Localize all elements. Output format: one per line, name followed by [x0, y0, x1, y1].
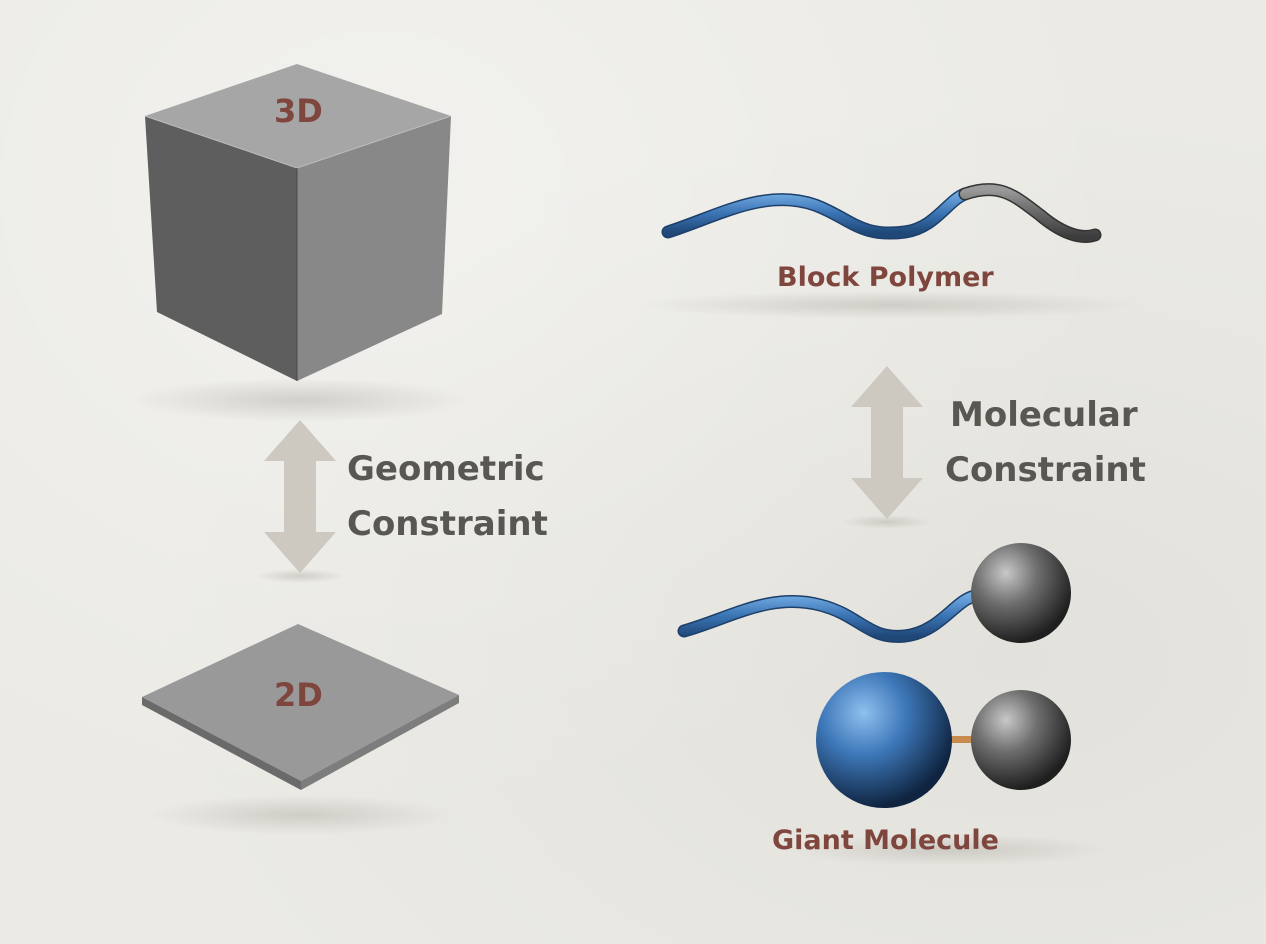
- gray-sphere-top: [971, 543, 1071, 643]
- right-arrow-shadow: [842, 515, 932, 529]
- geometric-line-2: Constraint: [347, 504, 548, 544]
- block-polymer-label: Block Polymer: [777, 262, 994, 293]
- cube-shadow: [130, 378, 470, 422]
- plate-label: 2D: [274, 676, 323, 714]
- molecular-double-arrow: [851, 366, 923, 519]
- giant-molecule-label: Giant Molecule: [772, 825, 999, 856]
- cube-label: 3D: [274, 92, 323, 130]
- polymer-with-sphere: [677, 543, 1071, 643]
- orange-linker: [940, 736, 980, 743]
- gray-sphere-bottom: [971, 690, 1071, 790]
- geometric-line-1: Geometric: [347, 449, 545, 489]
- geometric-constraint-label: Geometric Constraint: [347, 442, 548, 552]
- sphere-dumbbell: [816, 672, 1071, 808]
- geometric-double-arrow: [264, 420, 336, 573]
- molecular-constraint-label: Molecular Constraint: [945, 388, 1146, 498]
- plate-shadow: [150, 795, 450, 835]
- plate-2d: [142, 624, 459, 790]
- molecular-line-1: Molecular: [950, 395, 1138, 435]
- cube-3d: [144, 64, 452, 381]
- molecular-line-2: Constraint: [945, 450, 1146, 490]
- block-polymer: [661, 183, 1102, 243]
- left-arrow-shadow: [255, 569, 345, 583]
- blue-sphere: [816, 672, 952, 808]
- polymer-shadow: [640, 291, 1140, 319]
- giant-molecule-shadow: [790, 834, 1110, 866]
